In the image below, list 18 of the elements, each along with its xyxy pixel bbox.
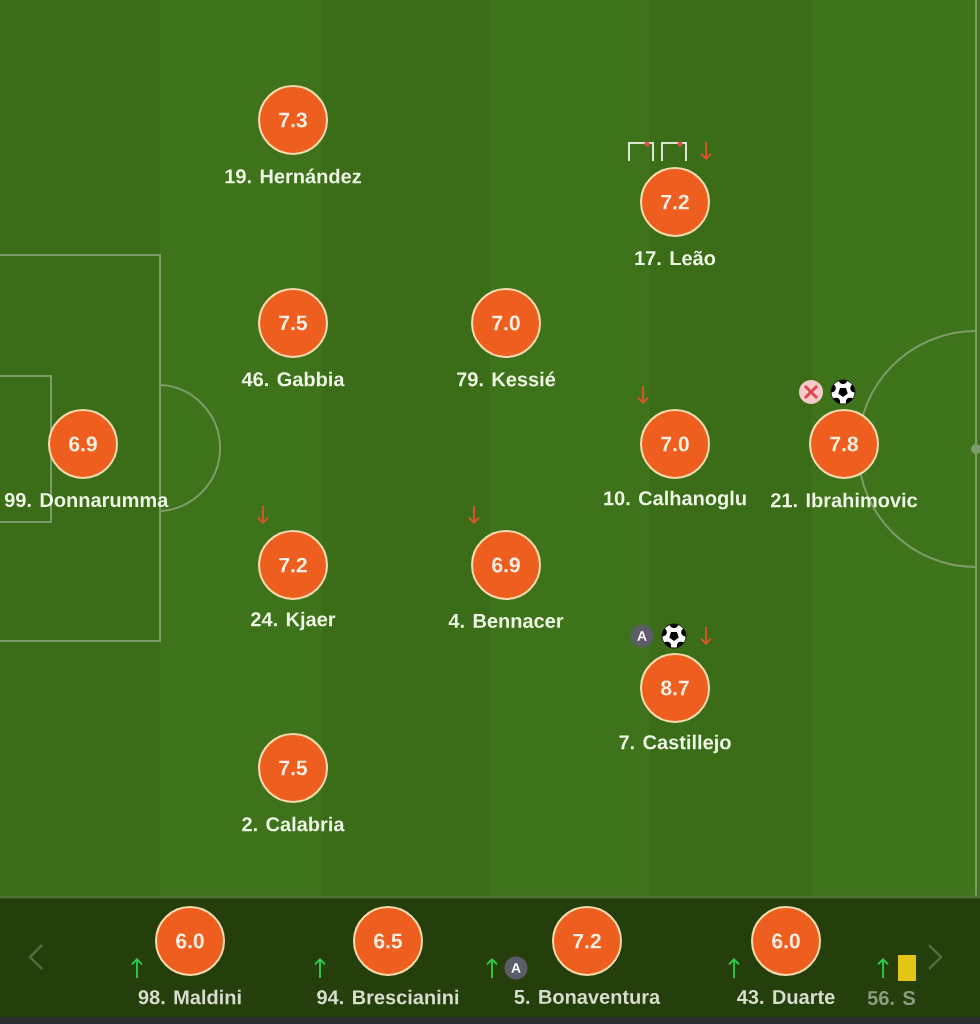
- assist-badge: A: [630, 624, 654, 648]
- player-name: 99. Donnarumma: [4, 492, 169, 508]
- player-name: 79. Kessié: [457, 371, 556, 387]
- player-name: 2. Calabria: [242, 816, 345, 832]
- player-name: 5. Bonaventura: [514, 990, 661, 1004]
- player-name: 46. Gabbia: [241, 371, 345, 387]
- player-name: 4. Bennacer: [448, 614, 564, 628]
- player-name: 56. S: [867, 990, 915, 1006]
- player-name: 7. Castillejo: [619, 734, 731, 754]
- player-name: 94. Brescianini: [317, 989, 459, 1005]
- player-name: 98. Maldini: [138, 989, 241, 1005]
- player-name: 24. Kjaer: [251, 611, 336, 631]
- player-name: 10. Calhanoglu: [604, 490, 746, 510]
- player-name: 19. Hernández: [225, 168, 361, 184]
- player-name: 21. Ibrahimovic: [770, 492, 918, 508]
- player-name: 17. Leão: [635, 250, 716, 266]
- assist-badge: A: [504, 956, 528, 980]
- player-name: 43. Duarte: [737, 989, 835, 1005]
